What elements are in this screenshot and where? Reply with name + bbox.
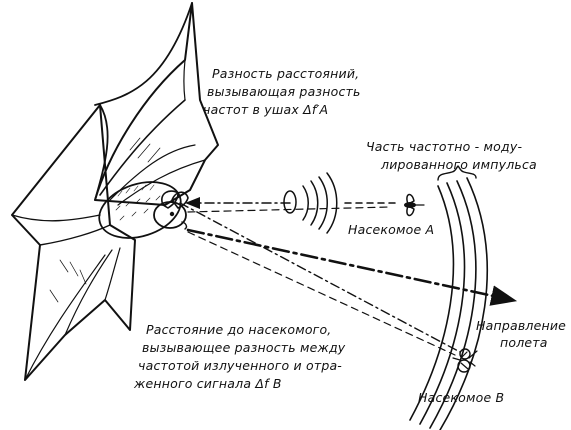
bat-upper-wing [94,2,219,206]
pulse-brace [437,165,477,181]
label-flight-direction: Направление полета [476,318,566,350]
insect-a [404,193,425,217]
label-flight-direction-line1: Направление [476,318,566,333]
sound-waves [283,172,338,234]
label-distance-difference-line3: частот в ушах Δf′A [203,102,328,117]
label-pulse-part-line2: лированного импульса [380,157,537,172]
label-insect-b: Насекомое B [418,390,504,405]
label-distance-to-insect: Расстояние до насекомого, вызывающее раз… [133,322,346,391]
label-distance-to-insect-line2: вызывающее разность между [142,340,346,355]
label-distance-difference-line2: вызывающая разность [207,84,361,99]
path-to-insect-b-1 [179,202,461,353]
ear-line-a [187,206,391,213]
echo-wave-ring [283,190,297,214]
label-distance-to-insect-line1: Расстояние до насекомого, [146,322,331,337]
bat-head [153,201,187,229]
label-pulse-part: Часть частотно - моду- лированного импул… [366,139,537,172]
bat-figure [11,2,219,381]
label-distance-to-insect-line4: женного сигнала Δf B [133,376,282,391]
label-distance-difference: Разность расстояний, вызывающая разность… [203,66,361,117]
flight-direction-line [186,228,518,306]
label-flight-direction-line2: полета [500,335,548,350]
label-insect-a: Насекомое A [348,222,434,237]
signal-lines [179,197,518,356]
fm-pulse [409,165,489,430]
insect-b [452,348,478,373]
label-distance-to-insect-line3: частотой излученного и отра- [138,358,342,373]
path-to-insect-b-2 [187,231,456,356]
bat-lower-wing [11,104,136,381]
label-distance-difference-line1: Разность расстояний, [212,66,359,81]
label-pulse-part-line1: Часть частотно - моду- [366,139,522,154]
bat-body [98,181,182,239]
